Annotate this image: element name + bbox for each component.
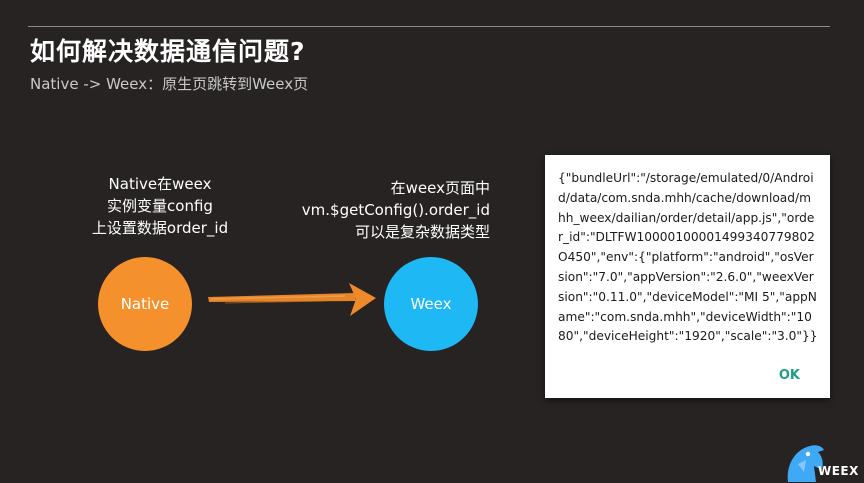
native-node: Native: [98, 257, 192, 351]
native-node-label: Native: [120, 295, 170, 313]
ok-button[interactable]: OK: [778, 368, 800, 383]
weex-note-line: 在weex页面中: [390, 179, 490, 197]
weex-note-line: vm.$getConfig().order_id: [301, 201, 490, 219]
top-divider: [28, 26, 830, 27]
slide-title: 如何解决数据通信问题?: [30, 37, 306, 66]
weex-note: 在weex页面中 vm.$getConfig().order_id 可以是复杂数…: [270, 177, 490, 243]
weex-logo-text: WEEX: [818, 464, 859, 478]
slide-subtitle: Native -> Weex：原生页跳转到Weex页: [30, 75, 309, 93]
native-note-line: Native在weex: [108, 175, 212, 193]
weex-note-line: 可以是复杂数据类型: [354, 223, 490, 241]
weex-node: Weex: [384, 257, 478, 351]
weex-node-label: Weex: [410, 295, 452, 313]
brush-arrow-icon: [208, 283, 376, 316]
config-dialog: {"bundleUrl":"/storage/emulated/0/Androi…: [545, 155, 830, 398]
native-note: Native在weex 实例变量config 上设置数据order_id: [60, 173, 260, 239]
native-note-line: 上设置数据order_id: [91, 219, 229, 237]
weex-bird-icon: [787, 445, 824, 482]
config-json-text: {"bundleUrl":"/storage/emulated/0/Androi…: [558, 171, 818, 344]
native-note-line: 实例变量config: [107, 197, 213, 215]
